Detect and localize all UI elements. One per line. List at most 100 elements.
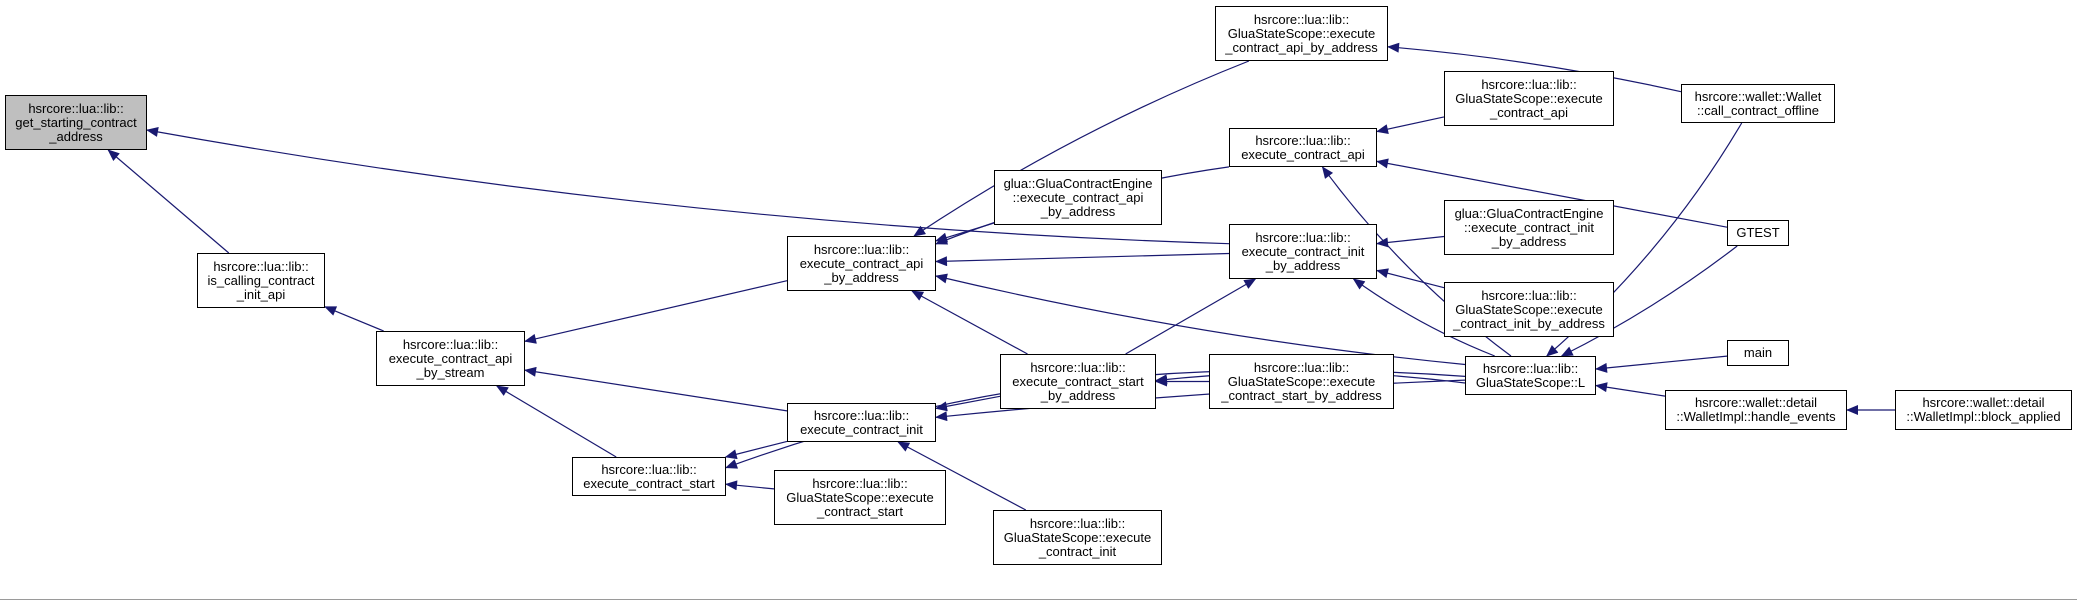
edge-gss-L-to-execute-contract-api-by-address bbox=[935, 273, 1466, 366]
node-gss-L[interactable]: hsrcore::lua::lib::GluaStateScope::L bbox=[1465, 356, 1596, 395]
node-label-line: main bbox=[1743, 345, 1773, 360]
node-label-line: _address bbox=[49, 128, 103, 144]
node-execute-contract-init-by-address[interactable]: hsrcore::lua::lib::execute_contract_init… bbox=[1229, 224, 1377, 279]
node-label-line: hsrcore::lua::lib:: bbox=[402, 336, 499, 352]
node-label-line: execute_contract_init bbox=[800, 421, 923, 437]
node-label-line: hsrcore::lua::lib:: bbox=[1253, 11, 1350, 27]
edge-gss-execute-contract-init-to-execute-contract-init bbox=[897, 441, 1027, 511]
node-label-line: execute_contract_start bbox=[1012, 373, 1144, 389]
node-gce-execute-contract-api-by-address[interactable]: glua::GluaContractEngine::execute_contra… bbox=[994, 170, 1162, 225]
node-gss-execute-contract-api[interactable]: hsrcore::lua::lib::GluaStateScope::execu… bbox=[1444, 71, 1614, 126]
node-label-line: _contract_init bbox=[1038, 543, 1117, 559]
node-execute-contract-api[interactable]: hsrcore::lua::lib::execute_contract_api bbox=[1229, 128, 1377, 167]
node-label-line: hsrcore::lua::lib:: bbox=[813, 241, 910, 257]
node-label-line: is_calling_contract bbox=[207, 272, 315, 288]
node-label-line: get_starting_contract bbox=[15, 114, 137, 130]
node-label-line: _by_address bbox=[1265, 257, 1341, 273]
edge-execute-contract-init-to-execute-contract-api-by-stream bbox=[524, 366, 788, 412]
node-label-line: hsrcore::lua::lib:: bbox=[28, 100, 124, 116]
node-label-line: hsrcore::lua::lib:: bbox=[1255, 132, 1351, 148]
edge-gss-execute-contract-api-to-execute-contract-api bbox=[1376, 116, 1445, 135]
node-gce-execute-contract-init-by-address[interactable]: glua::GluaContractEngine::execute_contra… bbox=[1444, 200, 1614, 255]
node-label-line: _contract_api bbox=[1489, 104, 1569, 120]
node-label-line: hsrcore::wallet::detail bbox=[1922, 395, 2045, 410]
node-gss-execute-contract-start-by-address[interactable]: hsrcore::lua::lib::GluaStateScope::execu… bbox=[1209, 354, 1394, 409]
edge-execute-contract-init-by-address-to-execute-contract-api-by-address bbox=[935, 252, 1230, 267]
node-label-line: execute_contract_start bbox=[583, 475, 715, 491]
node-execute-contract-init[interactable]: hsrcore::lua::lib::execute_contract_init bbox=[787, 403, 936, 442]
edge-execute-contract-init-by-address-to-get-starting-contract-address bbox=[146, 127, 1230, 245]
node-label-line: hsrcore::lua::lib:: bbox=[813, 407, 910, 423]
node-label-line: GluaStateScope::execute bbox=[786, 489, 934, 505]
node-label-line: GluaStateScope::L bbox=[1475, 374, 1586, 390]
node-get-starting-contract-address[interactable]: hsrcore::lua::lib::get_starting_contract… bbox=[5, 95, 147, 150]
edge-walletimpl-handle-events-to-gss-L bbox=[1595, 382, 1666, 397]
node-label-line: _by_address bbox=[1040, 387, 1116, 403]
node-label-line: hsrcore::wallet::Wallet bbox=[1694, 88, 1822, 104]
node-label-line: hsrcore::lua::lib:: bbox=[1255, 229, 1351, 245]
node-label-line: hsrcore::wallet::detail bbox=[1694, 395, 1818, 410]
node-label-line: _contract_init_by_address bbox=[1453, 315, 1605, 331]
node-label-line: glua::GluaContractEngine bbox=[1003, 175, 1153, 191]
node-label-line: hsrcore::lua::lib:: bbox=[601, 461, 697, 477]
edge-gce-execute-contract-api-by-address-to-execute-contract-api-by-address bbox=[935, 222, 995, 243]
bottom-divider bbox=[0, 599, 2077, 600]
node-label-line: _by_address bbox=[1040, 203, 1116, 219]
node-label-line: hsrcore::lua::lib:: bbox=[1029, 515, 1126, 531]
node-label-line: hsrcore::lua::lib:: bbox=[812, 475, 908, 491]
node-label-line: GluaStateScope::execute bbox=[1455, 301, 1603, 317]
edge-gce-execute-contract-init-by-address-to-execute-contract-init-by-address bbox=[1376, 235, 1445, 248]
node-execute-contract-start-by-address[interactable]: hsrcore::lua::lib::execute_contract_star… bbox=[1000, 354, 1156, 409]
node-label-line: GluaStateScope::execute bbox=[1003, 529, 1152, 545]
node-label-line: GluaStateScope::execute bbox=[1455, 90, 1603, 106]
node-label-line: hsrcore::lua::lib:: bbox=[1482, 360, 1579, 376]
node-label-line: _by_address bbox=[824, 269, 899, 285]
node-gtest[interactable]: GTEST bbox=[1727, 220, 1789, 246]
node-label-line: _by_stream bbox=[416, 364, 485, 380]
edge-gtest-to-gss-L bbox=[1560, 245, 1738, 357]
node-wallet-call-contract-offline[interactable]: hsrcore::wallet::Wallet::call_contract_o… bbox=[1681, 84, 1835, 123]
node-label-line: glua::GluaContractEngine bbox=[1454, 205, 1604, 221]
edge-gss-execute-contract-init-by-address-to-execute-contract-init-by-address bbox=[1376, 268, 1445, 289]
node-label-line: execute_contract_init bbox=[1241, 243, 1365, 259]
node-label-line: ::call_contract_offline bbox=[1697, 102, 1819, 118]
node-walletimpl-block-applied[interactable]: hsrcore::wallet::detail::WalletImpl::blo… bbox=[1895, 390, 2072, 430]
node-label-line: GluaStateScope::execute bbox=[1227, 373, 1376, 389]
edge-gss-L-to-execute-contract-init-by-address bbox=[1352, 278, 1495, 357]
node-label-line: _contract_start_by_address bbox=[1221, 387, 1382, 403]
node-label-line: hsrcore::lua::lib:: bbox=[1481, 287, 1577, 303]
node-label-line: execute_contract_api bbox=[1241, 146, 1365, 162]
node-label-line: hsrcore::lua::lib:: bbox=[1481, 76, 1577, 92]
node-is-calling-contract-init-api[interactable]: hsrcore::lua::lib::is_calling_contract_i… bbox=[197, 253, 325, 308]
node-label-line: _by_address bbox=[1491, 233, 1567, 249]
node-gss-execute-contract-api-by-address[interactable]: hsrcore::lua::lib::GluaStateScope::execu… bbox=[1215, 6, 1388, 61]
node-label-line: _contract_api_by_address bbox=[1225, 39, 1378, 55]
node-label-line: hsrcore::lua::lib:: bbox=[213, 258, 309, 274]
edge-execute-contract-start-to-execute-contract-api-by-stream bbox=[495, 385, 617, 458]
node-execute-contract-api-by-stream[interactable]: hsrcore::lua::lib::execute_contract_api_… bbox=[376, 331, 525, 386]
node-label-line: GluaStateScope::execute bbox=[1227, 25, 1376, 41]
edge-execute-contract-init-to-execute-contract-start bbox=[724, 440, 788, 460]
edge-execute-contract-api-by-address-to-execute-contract-api-by-stream bbox=[524, 280, 788, 344]
node-main[interactable]: main bbox=[1727, 340, 1789, 366]
node-label-line: execute_contract_api bbox=[799, 255, 924, 271]
edge-execute-contract-start-by-address-to-execute-contract-init-by-address bbox=[1125, 278, 1257, 355]
node-label-line: _init_api bbox=[236, 286, 286, 302]
node-execute-contract-api-by-address[interactable]: hsrcore::lua::lib::execute_contract_api_… bbox=[787, 236, 936, 291]
node-label-line: _contract_start bbox=[817, 503, 903, 519]
node-walletimpl-handle-events[interactable]: hsrcore::wallet::detail::WalletImpl::han… bbox=[1665, 390, 1847, 430]
node-label-line: hsrcore::lua::lib:: bbox=[1030, 359, 1126, 375]
node-label-line: hsrcore::lua::lib:: bbox=[1253, 359, 1350, 375]
node-execute-contract-start[interactable]: hsrcore::lua::lib::execute_contract_star… bbox=[572, 457, 726, 496]
node-gss-execute-contract-init-by-address[interactable]: hsrcore::lua::lib::GluaStateScope::execu… bbox=[1444, 282, 1614, 337]
node-label-line: ::execute_contract_api bbox=[1012, 189, 1144, 205]
node-label-line: ::execute_contract_init bbox=[1463, 219, 1595, 235]
node-gss-execute-contract-start[interactable]: hsrcore::lua::lib::GluaStateScope::execu… bbox=[774, 470, 946, 525]
edge-wallet-call-contract-offline-to-gss-execute-contract-api-by-address bbox=[1387, 42, 1682, 93]
node-label-line: ::WalletImpl::block_applied bbox=[1906, 409, 2061, 424]
node-label-line: GTEST bbox=[1736, 225, 1780, 240]
node-gss-execute-contract-init[interactable]: hsrcore::lua::lib::GluaStateScope::execu… bbox=[993, 510, 1162, 565]
edge-gss-execute-contract-api-by-address-to-execute-contract-api-by-address bbox=[913, 60, 1250, 237]
node-label-line: execute_contract_api bbox=[388, 350, 513, 366]
